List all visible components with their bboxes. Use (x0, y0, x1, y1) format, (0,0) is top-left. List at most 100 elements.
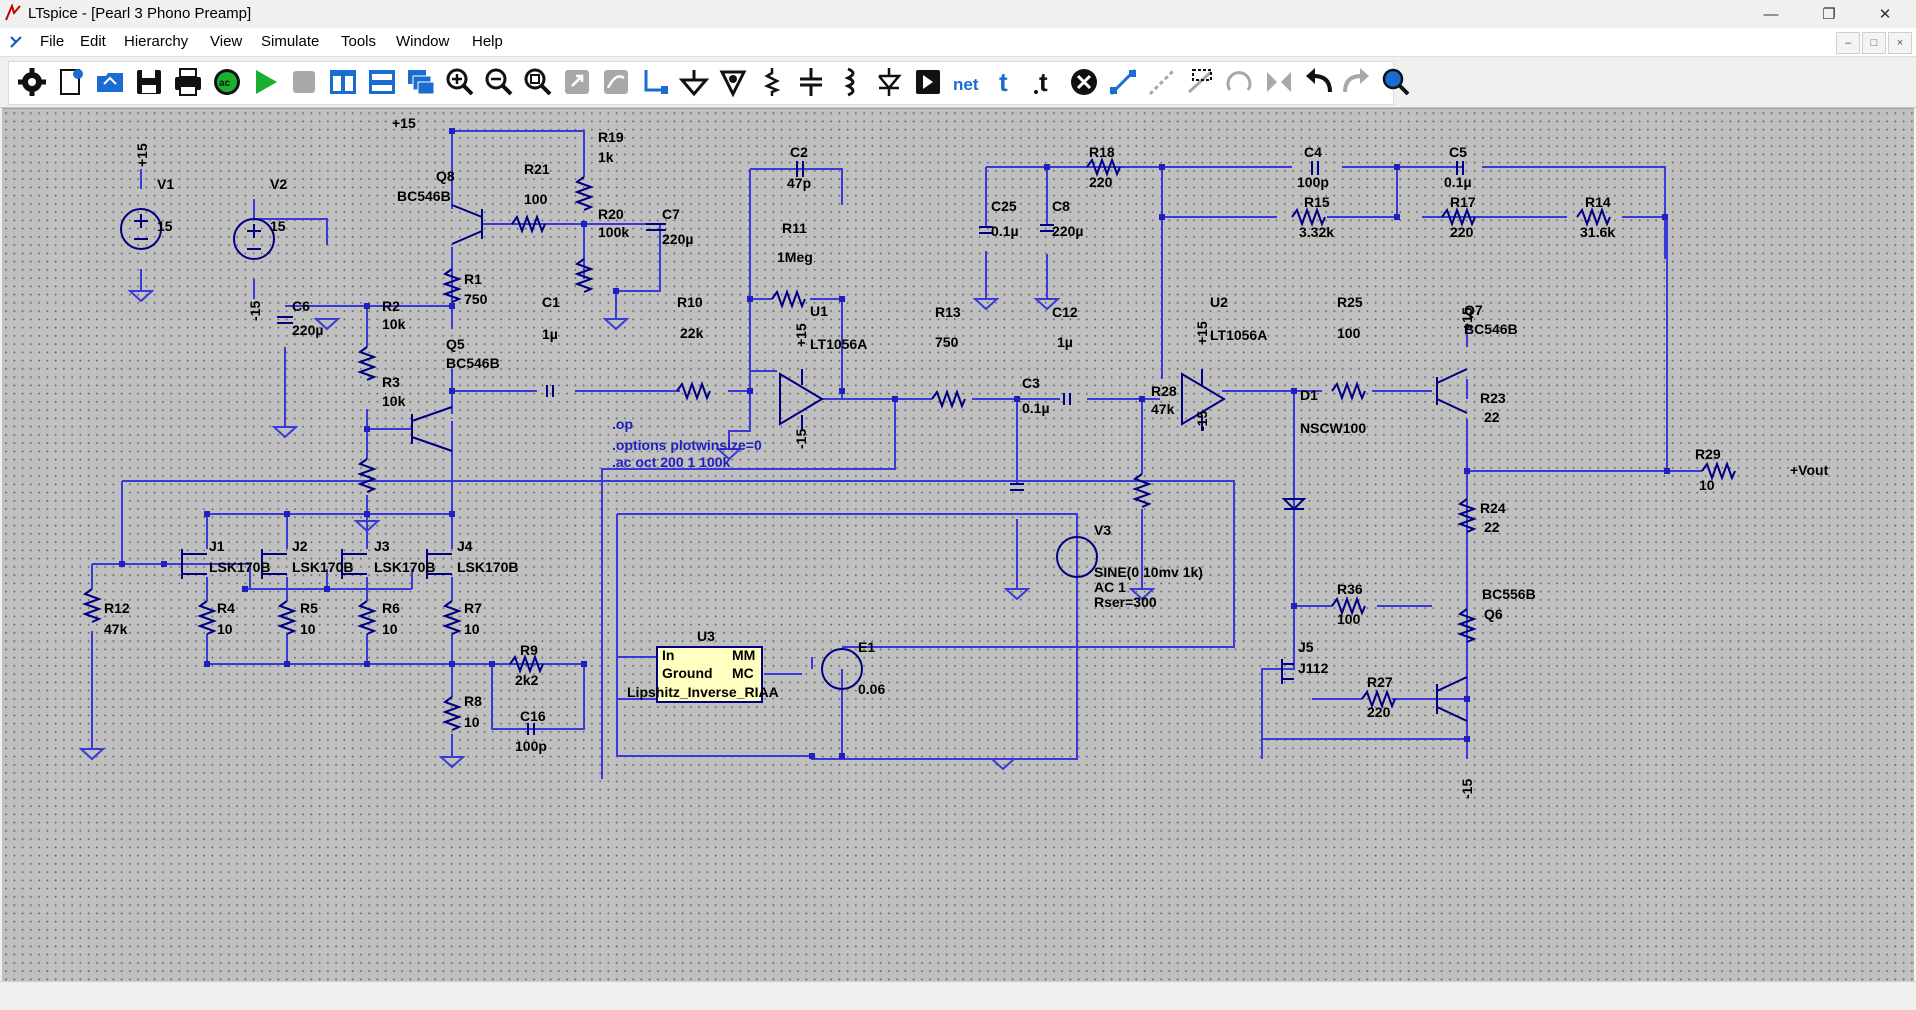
schematic-doc-icon[interactable] (8, 34, 24, 50)
ground-symbols (78, 290, 1156, 771)
menu-tools[interactable]: Tools (341, 33, 377, 50)
r10-value: 22k (680, 325, 704, 341)
place-resistor-icon[interactable] (763, 68, 781, 96)
c2-label: C2 (790, 144, 808, 160)
c25-value: 0.1µ (991, 223, 1019, 239)
draw-wire-icon[interactable] (644, 70, 668, 94)
menu-edit[interactable]: Edit (80, 33, 106, 50)
mdi-restore-button[interactable]: □ (1862, 32, 1886, 54)
r9-label: R9 (520, 642, 538, 658)
delete-icon[interactable] (1071, 69, 1097, 95)
q8-label: Q8 (436, 168, 455, 184)
r21-value: 100 (524, 191, 548, 207)
drag-icon[interactable] (1187, 69, 1213, 94)
r36-label: R36 (1337, 581, 1363, 597)
open-icon[interactable] (97, 73, 123, 92)
autorange-icon[interactable] (604, 70, 628, 94)
j1-label: J1 (209, 538, 225, 554)
r12-value: 47k (104, 621, 128, 637)
r7-value: 10 (464, 621, 480, 637)
place-label-icon[interactable] (719, 70, 747, 98)
cascade-icon[interactable] (408, 70, 435, 95)
restore-button[interactable]: ❐ (1822, 6, 1836, 23)
v3-label: V3 (1094, 522, 1111, 538)
zoom-in-icon[interactable] (446, 68, 474, 96)
v2-rail-label: -15 (247, 301, 263, 321)
toolbar: ac (0, 57, 1916, 108)
zoom-out-icon[interactable] (485, 68, 513, 96)
r12-label: R12 (104, 600, 130, 616)
net-name-icon[interactable]: net (953, 75, 979, 94)
rail-labels: +15 -15 +15 -15 +15 -15 +15 -15 (134, 143, 1475, 799)
c8-label: C8 (1052, 198, 1070, 214)
place-ground-icon[interactable] (678, 70, 710, 97)
menu-help[interactable]: Help (472, 33, 503, 50)
r11-value: 1Meg (777, 249, 813, 265)
q6-label: Q6 (1484, 606, 1503, 622)
u1-plus-rail: +15 (793, 323, 809, 347)
print-icon[interactable] (175, 68, 201, 96)
zoom-fit-icon[interactable] (524, 68, 552, 96)
spice-directives: .op .options plotwinsize=0 .ac oct 200 1… (612, 416, 762, 470)
menu-simulate[interactable]: Simulate (261, 33, 320, 50)
place-capacitor-icon[interactable] (800, 68, 822, 96)
c3-label: C3 (1022, 375, 1040, 391)
close-button[interactable]: ✕ (1878, 6, 1892, 23)
component-symbols (82, 157, 1736, 735)
r1-label: R1 (464, 271, 482, 287)
control-panel-icon[interactable]: ac (214, 69, 240, 95)
rotate-icon[interactable] (1226, 71, 1252, 91)
tile-vertical-icon[interactable] (330, 70, 356, 94)
minimize-button[interactable]: — (1763, 5, 1779, 23)
duplicate-icon[interactable] (1109, 68, 1137, 96)
mirror-icon[interactable] (1267, 72, 1291, 92)
u2-value: LT1056A (1210, 327, 1267, 343)
r15-value: 3.32k (1299, 224, 1334, 240)
find-icon[interactable] (1382, 68, 1410, 96)
q7-rail: +15 (1459, 307, 1475, 331)
tile-horizontal-icon[interactable] (369, 70, 395, 94)
r3-label: R3 (382, 374, 400, 390)
settings-icon[interactable] (18, 68, 46, 96)
r19-value: 1k (598, 149, 614, 165)
r4-label: R4 (217, 600, 235, 616)
v3-value: SINE(0 10mv 1k) (1094, 564, 1203, 580)
j5-value: J112 (1298, 660, 1329, 676)
q6-rail: -15 (1459, 779, 1475, 799)
zoom-back-icon[interactable] (565, 70, 589, 94)
move-icon[interactable] (1148, 68, 1176, 96)
mdi-minimize-button[interactable]: – (1836, 32, 1860, 54)
c6-value: 220µ (292, 322, 323, 338)
run-icon[interactable] (256, 70, 277, 94)
e1-value: 0.06 (858, 681, 885, 697)
place-inductor-icon[interactable] (844, 67, 855, 97)
r29-value: 10 (1699, 477, 1715, 493)
c5-value: 0.1µ (1444, 174, 1472, 190)
r17-label: R17 (1450, 194, 1476, 210)
mdi-close-button[interactable]: × (1888, 32, 1912, 54)
halt-icon[interactable] (293, 71, 315, 93)
text-icon[interactable]: t (999, 67, 1008, 97)
r2-value: 10k (382, 316, 406, 332)
menu-window[interactable]: Window (396, 33, 450, 50)
menu-bar: File Edit Hierarchy View Simulate Tools … (0, 28, 1916, 57)
place-component-icon[interactable] (916, 70, 940, 94)
q8-value: BC546B (397, 188, 451, 204)
u3-pin-mc: MC (732, 665, 754, 681)
r20-label: R20 (598, 206, 624, 222)
r28-label: R28 (1151, 383, 1177, 399)
menu-view[interactable]: View (210, 33, 243, 50)
schematic-canvas[interactable]: V1 15 V2 15 Q8 BC546B R21 100 R19 1k R20… (2, 108, 1914, 981)
c1-label: C1 (542, 294, 560, 310)
c12-value: 1µ (1057, 334, 1073, 350)
spice-directive-icon[interactable]: t (1034, 67, 1048, 97)
redo-icon[interactable] (1343, 68, 1369, 93)
r10-label: R10 (677, 294, 703, 310)
menu-file[interactable]: File (40, 33, 65, 50)
directive-options: .options plotwinsize=0 (612, 437, 762, 453)
place-diode-icon[interactable] (878, 68, 902, 96)
new-schematic-icon[interactable] (60, 69, 83, 95)
menu-hierarchy[interactable]: Hierarchy (124, 33, 189, 50)
save-icon[interactable] (137, 70, 161, 94)
undo-icon[interactable] (1306, 68, 1332, 93)
